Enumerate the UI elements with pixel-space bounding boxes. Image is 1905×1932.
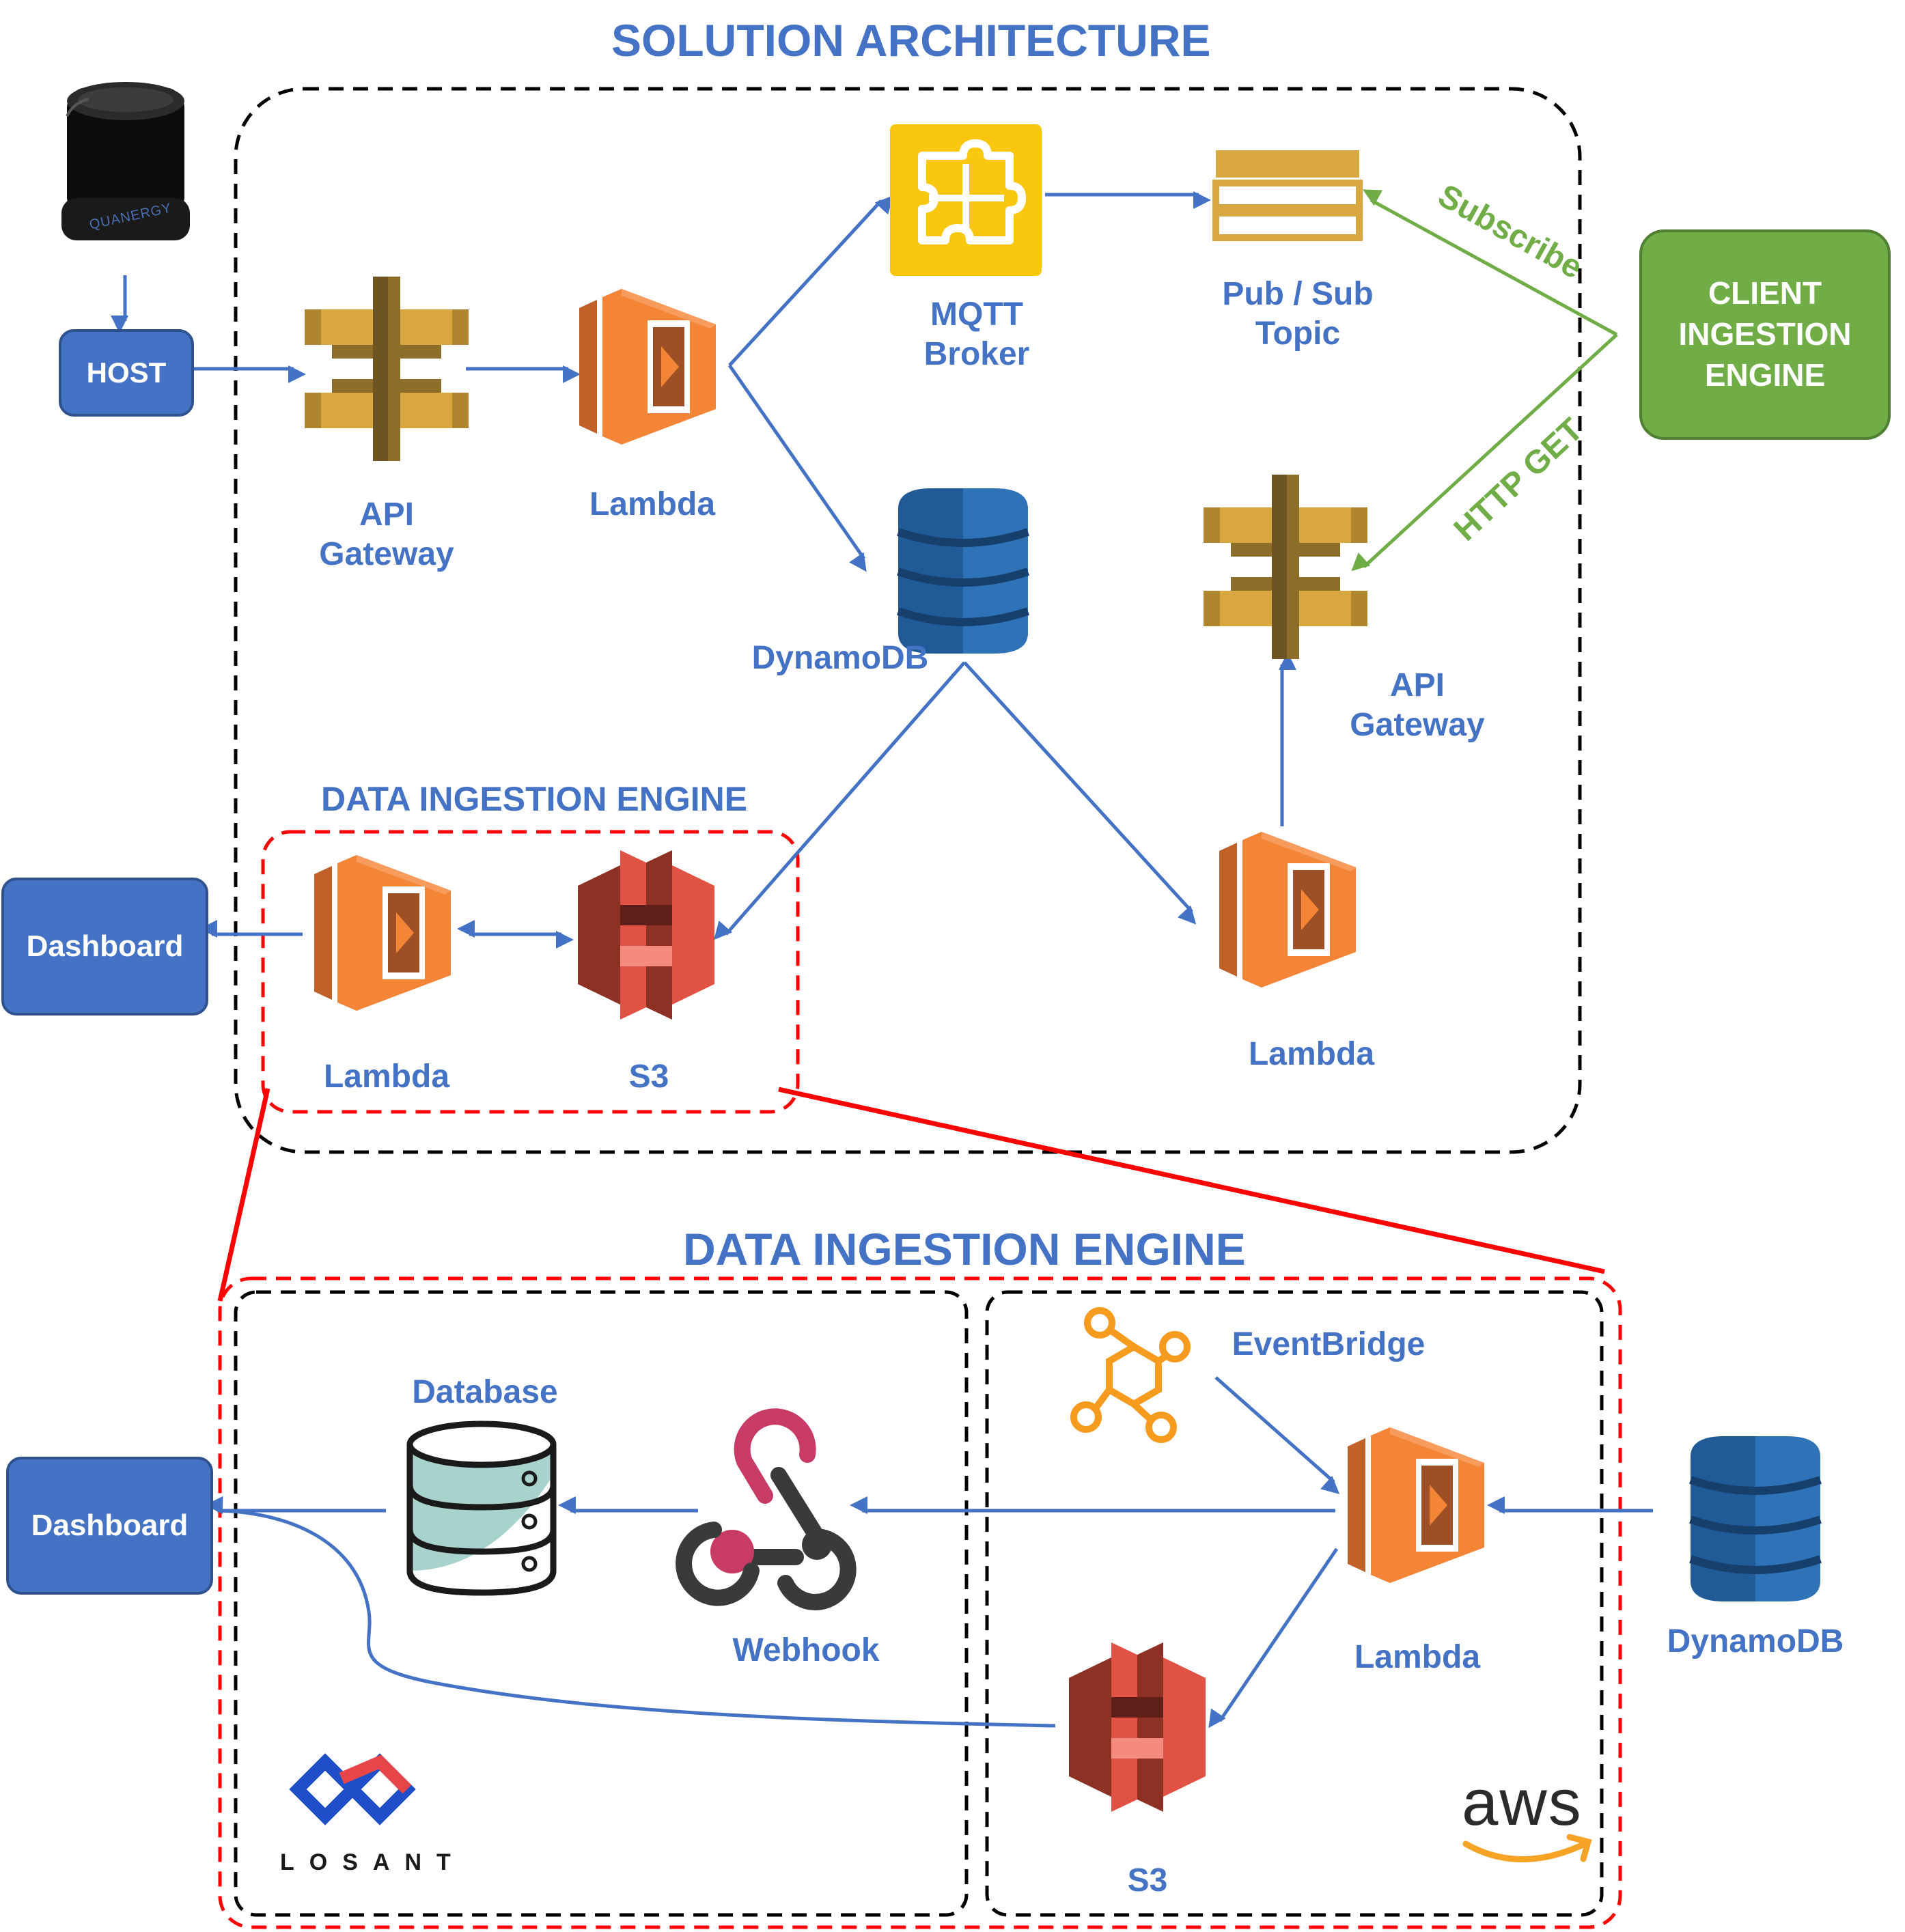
eventbridge-icon [1070, 1307, 1191, 1443]
database-label: Database [412, 1374, 558, 1410]
solution-architecture-frame [234, 87, 1582, 1154]
lambda-label-3: Lambda [323, 1059, 450, 1095]
zoom-line-right [778, 1087, 1605, 1274]
green-arrows [1351, 189, 1618, 572]
aws-brand-text: aws [1462, 1766, 1583, 1839]
arrows [111, 191, 1653, 1728]
lambda-label-1: Lambda [589, 486, 716, 522]
s3-label-1: S3 [628, 1059, 669, 1095]
pubsub-topic-label: Pub / Sub Topic [1222, 276, 1374, 352]
arrow-client-pubsub [1363, 189, 1618, 337]
lambda-label-4: Lambda [1354, 1639, 1481, 1675]
lidar-sensor-icon [61, 82, 190, 240]
api-gateway-label-1: API Gateway [319, 496, 454, 572]
dashboard-box-bottom: Dashboard [6, 1457, 213, 1595]
arrow-s3-dashboard [205, 1496, 1056, 1728]
data-ingestion-engine-title: DATA INGESTION ENGINE [683, 1224, 1246, 1274]
webhook-label: Webhook [732, 1632, 880, 1668]
containers [217, 87, 1622, 1929]
api-gateway-icon-1 [305, 277, 469, 461]
dynamodb-icon-2 [1691, 1436, 1820, 1601]
dynamodb-icon-1 [898, 488, 1028, 654]
aws-frame [985, 1290, 1604, 1917]
arrow-dynamo-s3 [714, 661, 966, 940]
lambda-icon-4 [1348, 1427, 1484, 1583]
api-gateway-icon-2 [1204, 475, 1367, 659]
data-ingestion-engine-frame-big [218, 1276, 1622, 1929]
pubsub-topic-icon [1212, 150, 1363, 241]
arrow-dynamo-lambda2 [963, 661, 1197, 925]
lambda-icon-2 [1219, 832, 1356, 988]
mqtt-broker-label: MQTT Broker [923, 296, 1030, 372]
arrow-lambda-mqtt [728, 195, 894, 367]
dashboard-box-top: Dashboard [1, 878, 208, 1016]
host-box: HOST [59, 329, 194, 417]
api-gateway-label-2: API Gateway [1350, 667, 1485, 743]
s3-label-2: S3 [1127, 1862, 1168, 1899]
losant-brand-text: LOSANT [280, 1849, 466, 1875]
arrow-client-apigw2 [1351, 333, 1618, 572]
arrow-lambda4-s3 [1208, 1548, 1339, 1728]
dynamodb-label-2: DynamoDB [1667, 1623, 1844, 1660]
losant-frame [234, 1290, 969, 1917]
data-ingestion-engine-subtitle: DATA INGESTION ENGINE [321, 780, 748, 818]
database-icon [406, 1420, 557, 1596]
s3-icon-1 [578, 850, 714, 1020]
lambda-icon-1 [579, 289, 716, 445]
aws-smile-icon [1462, 1834, 1592, 1862]
dynamodb-label-1: DynamoDB [751, 640, 929, 676]
client-ingestion-engine-box: CLIENT INGESTION ENGINE [1639, 229, 1891, 440]
arrow-lambda-dynamo [727, 364, 867, 572]
lambda-label-2: Lambda [1248, 1036, 1375, 1072]
webhook-icon [676, 1408, 857, 1610]
losant-logo-icon [289, 1753, 416, 1825]
solution-architecture-title: SOLUTION ARCHITECTURE [611, 15, 1211, 66]
data-ingestion-engine-frame-small [261, 830, 800, 1114]
arrow-eventbridge-lambda4 [1214, 1376, 1340, 1494]
mqtt-broker-icon [890, 124, 1042, 276]
eventbridge-label: EventBridge [1232, 1326, 1426, 1362]
lambda-icon-3 [314, 855, 451, 1011]
zoom-line-left [217, 1088, 270, 1302]
s3-icon-2 [1069, 1642, 1206, 1812]
